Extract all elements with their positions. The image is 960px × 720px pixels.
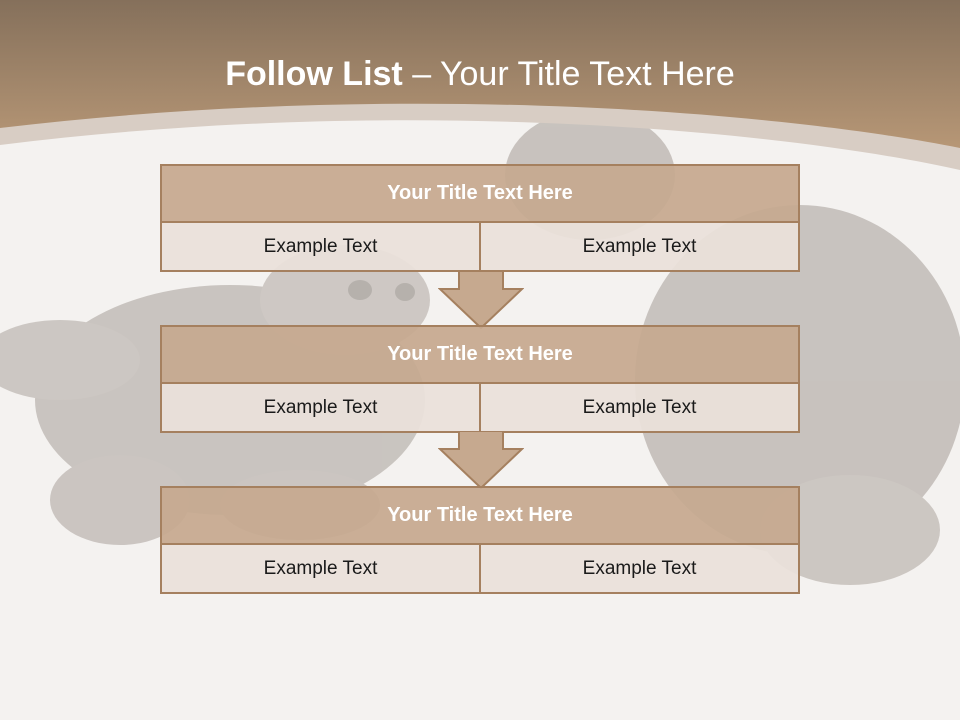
list-block-1: Your Title Text Here Example Text Exampl… — [160, 164, 800, 272]
block-row: Example Text Example Text — [162, 384, 798, 431]
example-text-cell: Example Text — [479, 223, 798, 270]
slide-title-bold: Follow List — [225, 55, 403, 93]
block-title: Your Title Text Here — [162, 166, 798, 223]
slide-title: Follow List – Your Title Text Here — [0, 55, 960, 94]
block-row: Example Text Example Text — [162, 223, 798, 270]
header-band — [0, 0, 960, 148]
example-text-cell: Example Text — [162, 223, 479, 270]
example-text-cell: Example Text — [162, 384, 479, 431]
down-arrow-icon — [438, 431, 524, 489]
list-block-3: Your Title Text Here Example Text Exampl… — [160, 486, 800, 594]
example-text-cell: Example Text — [479, 545, 798, 592]
example-text-cell: Example Text — [162, 545, 479, 592]
block-title: Your Title Text Here — [162, 327, 798, 384]
list-block-2: Your Title Text Here Example Text Exampl… — [160, 325, 800, 433]
block-title: Your Title Text Here — [162, 488, 798, 545]
block-row: Example Text Example Text — [162, 545, 798, 592]
example-text-cell: Example Text — [479, 384, 798, 431]
slide-title-rest: – Your Title Text Here — [412, 55, 735, 93]
down-arrow-icon — [438, 271, 524, 329]
